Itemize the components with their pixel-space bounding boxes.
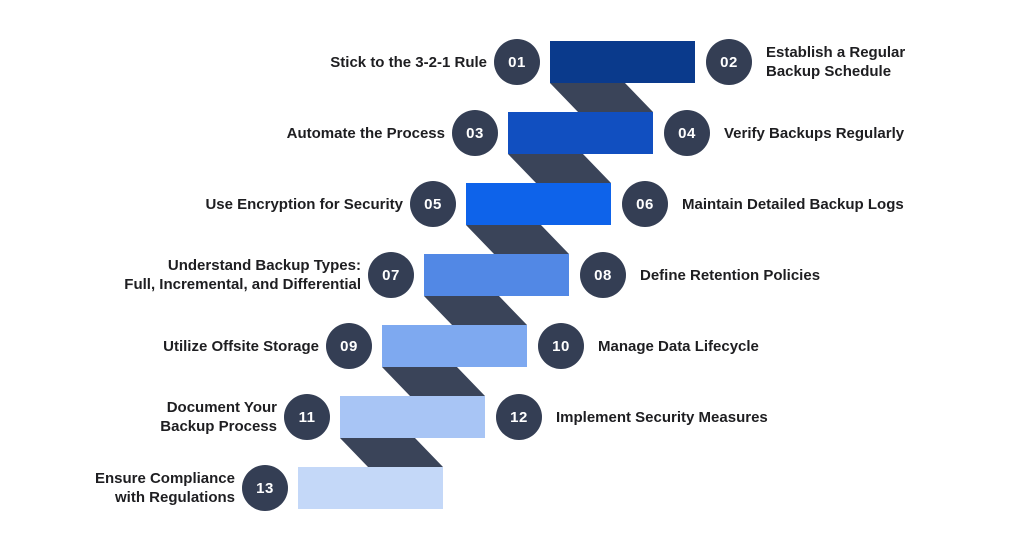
- step-label-line: Use Encryption for Security: [205, 195, 403, 213]
- step-label-line: Establish a Regular: [766, 44, 906, 61]
- ribbon-bar: [340, 396, 485, 438]
- ribbon-bar: [466, 183, 611, 225]
- step-number: 08: [594, 266, 612, 284]
- step-number: 02: [720, 53, 738, 71]
- step-circle: 05: [410, 181, 456, 227]
- step-circle: 04: [664, 110, 710, 156]
- ribbon-bar: [382, 325, 527, 367]
- ribbon-fold: [340, 438, 443, 467]
- ribbon-bar: [508, 112, 653, 154]
- step-label-line: Ensure Compliance: [94, 470, 235, 487]
- step-circle: 09: [326, 323, 372, 369]
- step-circle: 03: [452, 110, 498, 156]
- step-label-line: Utilize Offsite Storage: [163, 337, 319, 355]
- ribbon-fold: [424, 296, 527, 325]
- ribbon-fold: [550, 83, 653, 112]
- step-label-line: Implement Security Measures: [556, 408, 768, 426]
- step-label: Use Encryption for Security: [205, 195, 403, 214]
- step-circle: 02: [706, 39, 752, 85]
- ribbon-bar: [424, 254, 569, 296]
- step-label-line: Document Your: [166, 399, 277, 416]
- step-label-line: with Regulations: [115, 489, 235, 506]
- ribbon-bar: [298, 467, 443, 509]
- step-circle: 07: [368, 252, 414, 298]
- step-label-line: Full, Incremental, and Differential: [124, 276, 361, 293]
- step-label-line: Backup Schedule: [766, 63, 892, 80]
- step-number: 06: [636, 195, 654, 213]
- step-number: 09: [340, 337, 358, 355]
- step-label: Define Retention Policies: [640, 266, 820, 285]
- step-label-line: Verify Backups Regularly: [724, 124, 905, 142]
- step-number: 11: [298, 408, 316, 426]
- step-label-line: Backup Process: [160, 418, 277, 435]
- step-circle: 12: [496, 394, 542, 440]
- step-label: Stick to the 3-2-1 Rule: [330, 53, 487, 72]
- step-number: 03: [466, 124, 484, 142]
- step-label-line: Manage Data Lifecycle: [598, 337, 759, 355]
- ribbon-fold: [382, 367, 485, 396]
- step-label-line: Maintain Detailed Backup Logs: [682, 195, 904, 213]
- step-circle: 13: [242, 465, 288, 511]
- step-label: Maintain Detailed Backup Logs: [682, 195, 904, 214]
- step-number: 10: [552, 337, 570, 355]
- step-number: 07: [382, 266, 400, 284]
- step-label-line: Define Retention Policies: [640, 266, 821, 284]
- step-label: Manage Data Lifecycle: [598, 337, 759, 356]
- step-circle: 11: [284, 394, 330, 440]
- step-circle: 06: [622, 181, 668, 227]
- ribbon-fold: [466, 225, 569, 254]
- step-label-line: Understand Backup Types:: [167, 257, 361, 274]
- step-label: Ensure Compliance with Regulations: [95, 469, 235, 507]
- step-label: Understand Backup Types: Full, Incrementa…: [124, 256, 361, 294]
- step-circle: 01: [494, 39, 540, 85]
- step-label-line: Stick to the 3-2-1 Rule: [330, 53, 487, 71]
- step-number: 04: [678, 124, 696, 142]
- step-label: Implement Security Measures: [556, 408, 768, 427]
- step-label: Automate the Process: [287, 124, 445, 143]
- step-label: Verify Backups Regularly: [724, 124, 904, 143]
- step-circle: 08: [580, 252, 626, 298]
- step-number: 13: [256, 479, 274, 497]
- step-label-line: Automate the Process: [286, 124, 445, 142]
- step-circle: 10: [538, 323, 584, 369]
- ribbon-fold: [508, 154, 611, 183]
- ribbon-bar: [550, 41, 695, 83]
- step-number: 01: [508, 53, 526, 71]
- step-label: Utilize Offsite Storage: [163, 337, 319, 356]
- step-number: 12: [510, 408, 528, 426]
- step-number: 05: [424, 195, 442, 213]
